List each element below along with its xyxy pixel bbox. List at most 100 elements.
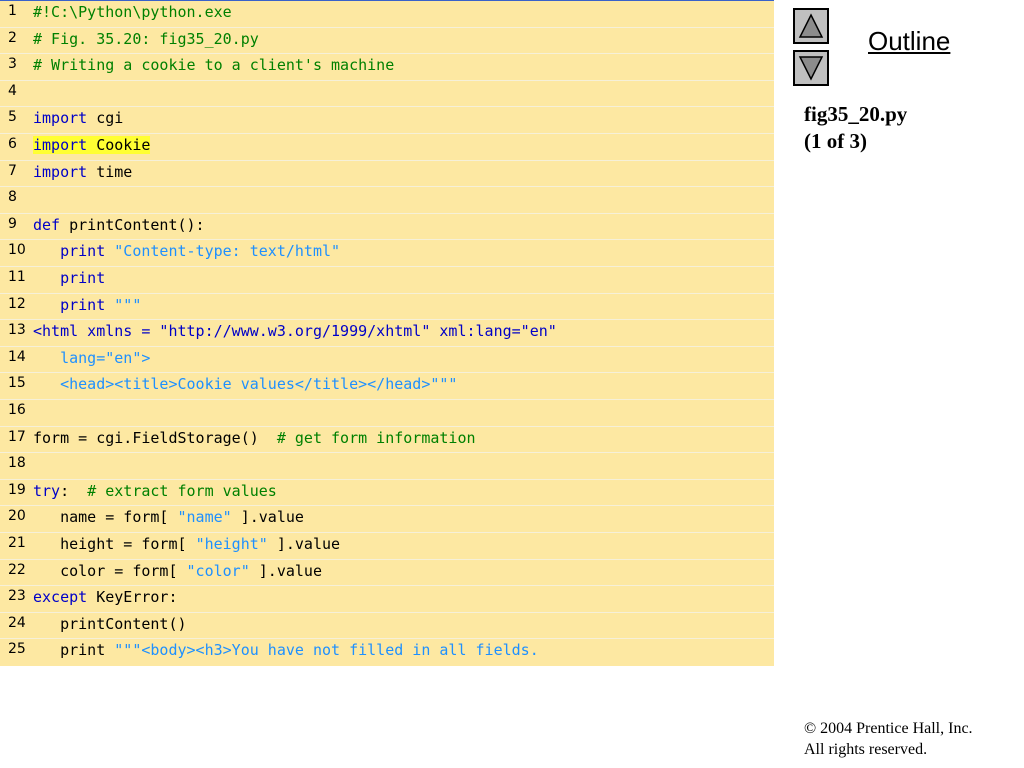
code-token: """<body><h3>You have not filled in all …	[114, 641, 539, 660]
code-token: time	[87, 162, 133, 181]
line-number: 23	[8, 588, 26, 605]
line-code: # Fig. 35.20: fig35_20.py	[33, 30, 259, 48]
outline-link[interactable]: Outline	[868, 26, 951, 56]
line-number: 15	[8, 375, 26, 392]
code-token: "height"	[195, 535, 268, 553]
line-number: 5	[8, 109, 17, 126]
triangle-down-icon	[798, 56, 824, 81]
line-code: #!C:\Python\python.exe	[33, 3, 232, 21]
line-code: import time	[33, 163, 132, 181]
code-line: 25 print """<body><h3>You have not fille…	[0, 639, 774, 666]
code-line: 20 name = form[ "name" ].value	[0, 506, 774, 533]
code-line: 9 def printContent():	[0, 214, 774, 241]
code-token: height = form[	[33, 535, 196, 553]
line-code: import cgi	[33, 109, 123, 127]
code-token: printContent():	[60, 215, 205, 234]
code-token	[105, 242, 114, 260]
copyright-symbol: ©	[804, 720, 817, 737]
code-line: 7 import time	[0, 161, 774, 188]
code-token	[33, 296, 60, 314]
code-token: import	[33, 136, 88, 154]
code-line: 17 form = cgi.FieldStorage() # get form i…	[0, 427, 774, 454]
code-token: # extract form values	[87, 481, 277, 500]
code-line: 19 try: # extract form values	[0, 480, 774, 507]
code-token: :	[60, 481, 88, 500]
code-token: "Content-type: text/html"	[114, 242, 341, 261]
code-line: 23 except KeyError:	[0, 586, 774, 613]
line-code: # Writing a cookie to a client's machine	[33, 56, 394, 74]
line-number: 3	[8, 56, 17, 73]
line-number: 13	[8, 322, 26, 339]
code-token: import	[33, 162, 88, 181]
line-code: form = cgi.FieldStorage() # get form inf…	[33, 429, 476, 447]
line-code: def printContent():	[33, 216, 205, 234]
line-number: 14	[8, 348, 26, 365]
line-number: 21	[8, 535, 26, 551]
line-number: 6	[8, 136, 17, 152]
code-token: KeyError:	[87, 588, 178, 607]
code-token: import	[33, 109, 88, 128]
code-line: 13 <html xmlns = "http://www.w3.org/1999/…	[0, 320, 774, 347]
file-title: fig35_20.py (1 of 3)	[804, 101, 907, 155]
previous-slide-button[interactable]	[793, 8, 829, 44]
code-token: "color"	[186, 561, 250, 580]
code-token: cgi	[87, 109, 124, 128]
line-number: 7	[8, 162, 17, 179]
line-code: print """<body><h3>You have not filled i…	[33, 641, 539, 659]
code-token: "name"	[177, 508, 232, 527]
code-token: ].value	[249, 561, 322, 580]
page-indicator: (1 of 3)	[804, 129, 867, 153]
line-number: 16	[8, 402, 26, 418]
code-token: print	[60, 242, 106, 261]
line-number: 25	[8, 641, 26, 658]
code-token: # Writing a cookie to a client's machine	[33, 56, 395, 75]
next-slide-button[interactable]	[793, 50, 829, 86]
code-token: try	[33, 481, 61, 500]
copyright-line: © 2004 Prentice Hall, Inc.	[804, 718, 973, 739]
line-code: try: # extract form values	[33, 482, 277, 500]
line-code: print	[33, 269, 105, 287]
code-line: 4	[0, 81, 774, 108]
code-token: lang="en">	[60, 348, 151, 367]
line-number: 2	[8, 29, 17, 46]
line-code: height = form[ "height" ].value	[33, 535, 340, 553]
line-number: 8	[8, 189, 17, 206]
line-number: 17	[8, 428, 26, 445]
code-line: 15 <head><title>Cookie values</title></h…	[0, 373, 774, 400]
line-code: <head><title>Cookie values</title></head…	[33, 375, 457, 393]
code-token: ].value	[231, 508, 304, 527]
rights-reserved: All rights reserved.	[804, 741, 928, 758]
code-token: except	[33, 588, 88, 607]
copyright-text: 2004 Prentice Hall, Inc.	[816, 720, 973, 737]
code-token: <html xmlns = "http://www.w3.org/1999/xh…	[33, 322, 557, 341]
code-line: 8	[0, 187, 774, 214]
line-number: 4	[8, 82, 17, 99]
line-code: import Cookie	[33, 136, 151, 154]
code-token: ].value	[267, 535, 341, 553]
code-line: 2 # Fig. 35.20: fig35_20.py	[0, 28, 774, 55]
line-code: print """	[33, 296, 141, 314]
code-line: 1#!C:\Python\python.exe	[0, 1, 774, 28]
line-number: 24	[8, 614, 26, 631]
line-number: 12	[8, 295, 26, 312]
code-token	[33, 349, 60, 367]
line-code: lang="en">	[33, 349, 150, 367]
code-line: 6 import Cookie	[0, 134, 774, 161]
code-line: 12 print """	[0, 294, 774, 321]
code-line: 3 # Writing a cookie to a client's machin…	[0, 54, 774, 81]
line-code: color = form[ "color" ].value	[33, 562, 322, 580]
code-line: 21 height = form[ "height" ].value	[0, 533, 774, 560]
code-token: def	[33, 215, 61, 234]
line-code: printContent()	[33, 614, 187, 633]
code-token: color = form[	[33, 561, 187, 580]
code-token: name = form[	[33, 508, 178, 527]
code-token: # Fig. 35.20: fig35_20.py	[33, 29, 259, 48]
code-token: print	[33, 641, 115, 660]
code-token: printContent()	[33, 614, 187, 633]
triangle-up-icon	[798, 13, 824, 38]
code-token: # get form information	[276, 428, 476, 447]
line-number: 9	[8, 215, 17, 232]
line-number: 19	[8, 481, 26, 498]
code-token: print	[60, 269, 106, 287]
line-number: 20	[8, 508, 26, 525]
